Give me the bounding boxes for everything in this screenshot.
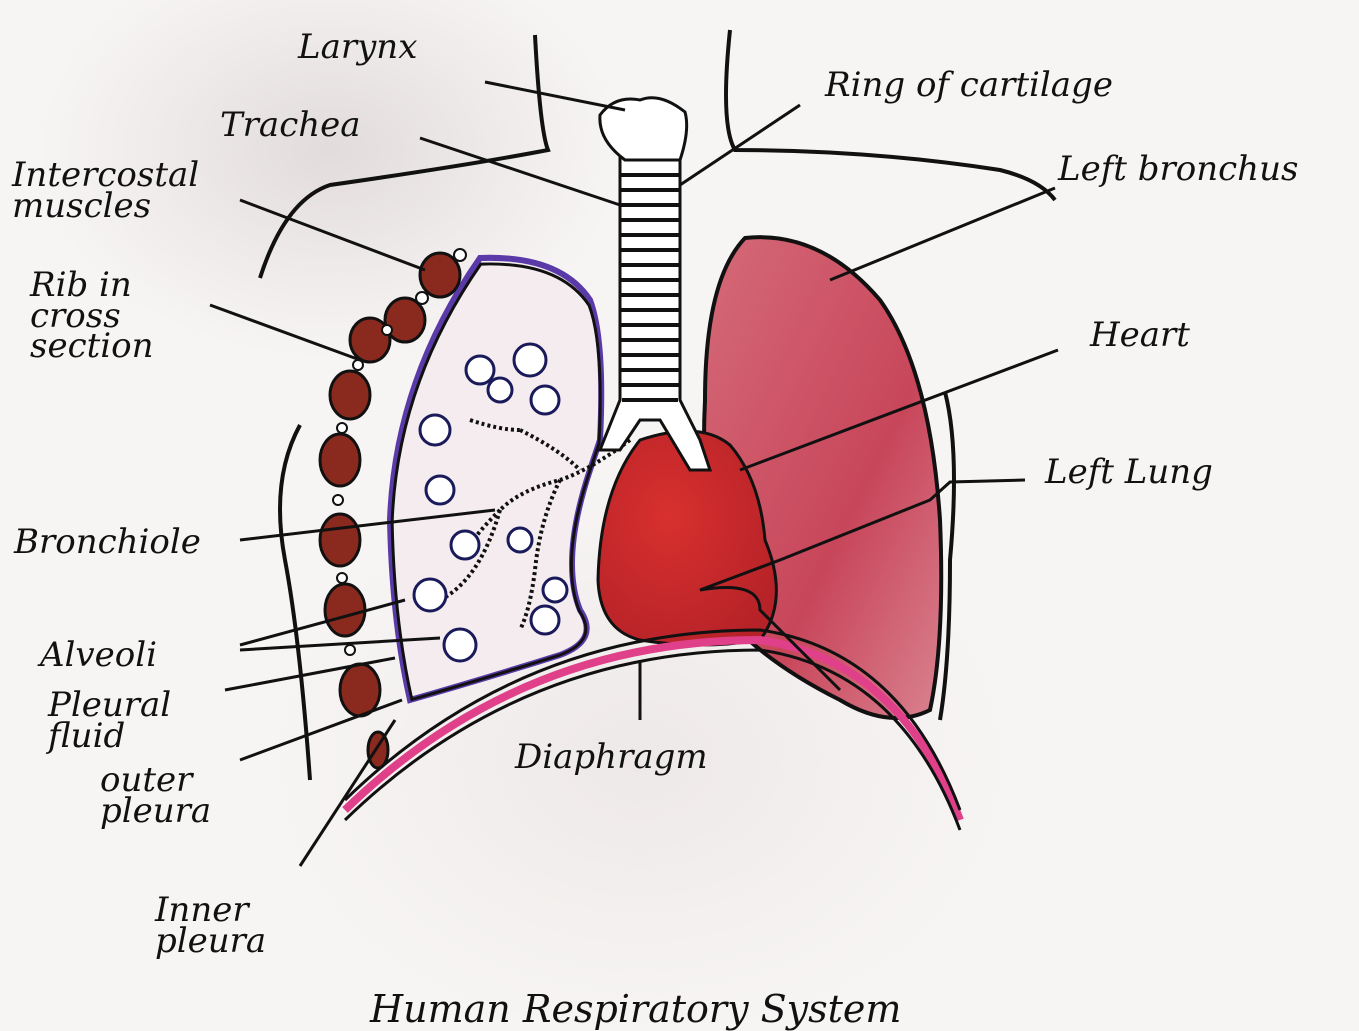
- label-outer-pleura: outer pleura: [100, 765, 211, 826]
- label-heart: Heart: [1090, 318, 1190, 352]
- label-larynx: Larynx: [298, 30, 417, 64]
- label-inner-pleura: Inner pleura: [155, 895, 266, 956]
- trachea: [600, 98, 710, 470]
- diagram-title: Human Respiratory System: [370, 990, 901, 1028]
- label-rib-in-cross-section: Rib in cross section: [30, 270, 154, 362]
- label-diaphragm: Diaphragm: [515, 740, 708, 774]
- label-left-lung: Left Lung: [1045, 455, 1213, 489]
- label-trachea: Trachea: [220, 108, 361, 142]
- label-alveoli: Alveoli: [40, 638, 157, 672]
- label-left-bronchus: Left bronchus: [1058, 152, 1298, 186]
- label-bronchiole: Bronchiole: [14, 525, 201, 559]
- label-pleural-fluid: Pleural fluid: [48, 690, 171, 751]
- label-intercostal-muscles: Intercostal muscles: [12, 160, 199, 221]
- label-ring-of-cartilage: Ring of cartilage: [825, 68, 1113, 102]
